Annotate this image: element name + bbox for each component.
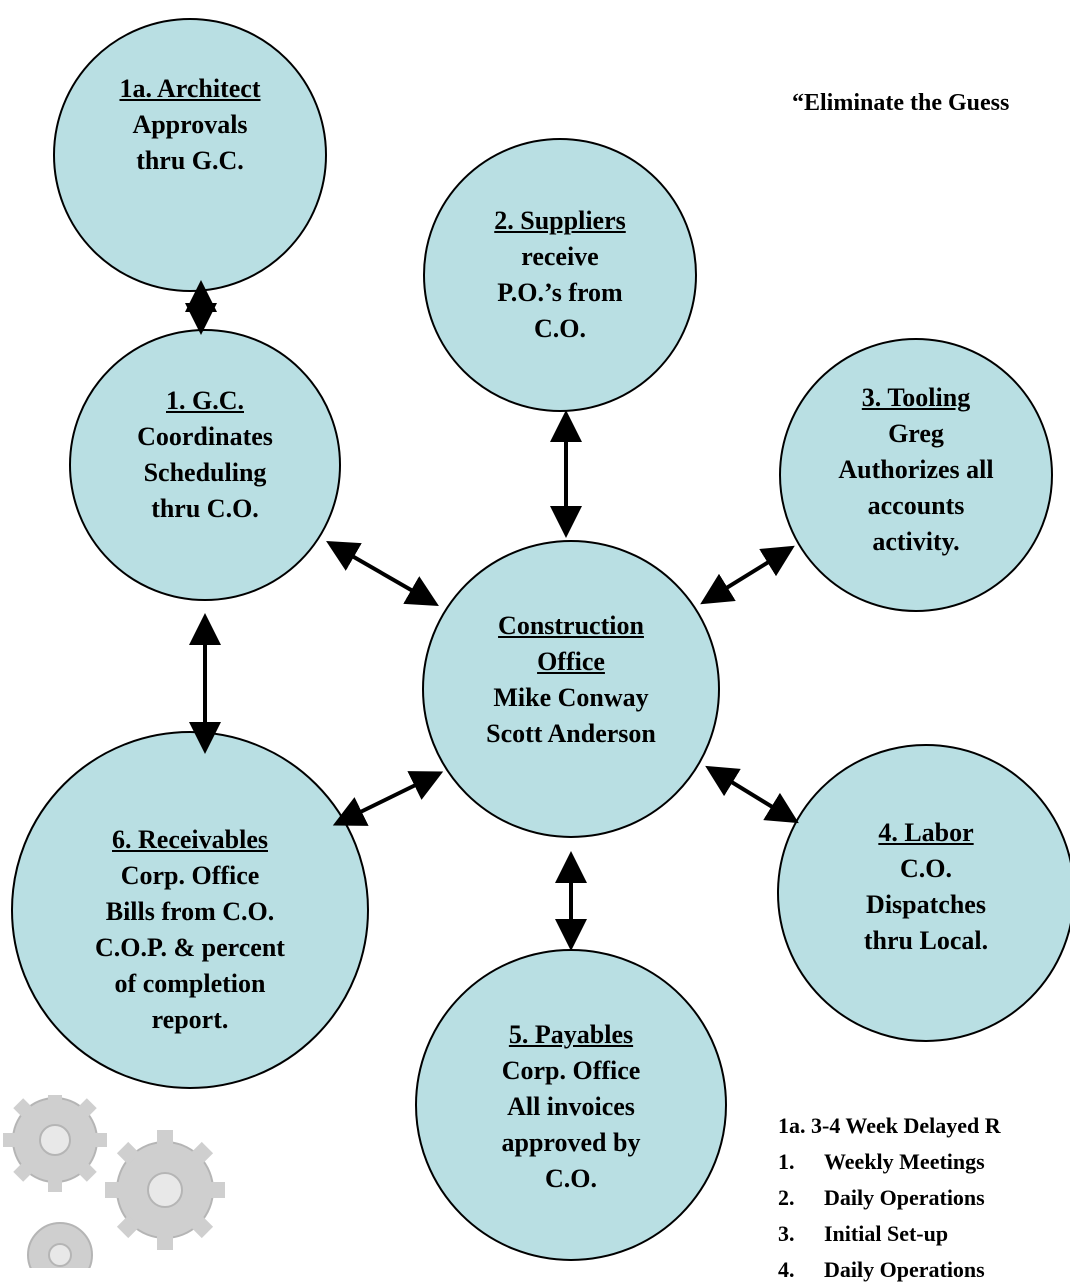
node-tooling-line: activity.: [872, 527, 960, 556]
node-receivables-title: 6. Receivables: [112, 825, 268, 854]
legend: 1a. 3-4 Week Delayed R 1. Weekly Meetings…: [778, 1108, 1001, 1288]
node-labor-line: thru Local.: [863, 926, 989, 955]
node-gc-line: Coordinates: [137, 422, 273, 451]
node-tooling-title: 3. Tooling: [861, 383, 971, 412]
node-labor: 4. Labor C.O. Dispatches thru Local.: [826, 812, 1026, 962]
node-labor-line: C.O.: [900, 854, 952, 883]
node-gc-title: 1. G.C.: [166, 386, 244, 415]
circle-center: [422, 540, 720, 838]
legend-item: 1. Weekly Meetings: [778, 1144, 1001, 1180]
node-suppliers-line: receive: [521, 242, 599, 271]
circle-labor: [777, 744, 1070, 1042]
node-payables-line: approved by: [501, 1128, 641, 1157]
legend-item: 3. Initial Set-up: [778, 1216, 1001, 1252]
legend-item-number: 3.: [778, 1221, 795, 1246]
node-payables-line: Corp. Office: [501, 1056, 641, 1085]
node-receivables-line: report.: [151, 1005, 229, 1034]
node-payables-line: C.O.: [545, 1164, 597, 1193]
node-center-title: Construction: [498, 611, 644, 640]
node-labor-line: Dispatches: [866, 890, 986, 919]
node-tooling-line: Authorizes all: [838, 455, 994, 484]
node-payables-title: 5. Payables: [508, 1020, 634, 1049]
node-payables: 5. Payables Corp. Office All invoices ap…: [461, 1012, 681, 1202]
node-suppliers-line: P.O.’s from: [497, 278, 623, 307]
gears-icon: [3, 1095, 225, 1268]
legend-item-text: Daily Operations: [824, 1257, 985, 1282]
legend-item-number: 1.: [778, 1149, 795, 1174]
node-tooling: 3. Tooling Greg Authorizes all accounts …: [806, 375, 1026, 565]
arrow-receivables-center: [332, 771, 444, 826]
legend-heading: 1a. 3-4 Week Delayed R: [778, 1113, 1001, 1138]
node-tooling-line: accounts: [867, 491, 965, 520]
node-receivables-line: C.O.P. & percent: [95, 933, 285, 962]
node-receivables-line: of completion: [114, 969, 266, 998]
node-receivables: 6. Receivables Corp. Office Bills from C…: [60, 815, 320, 1045]
node-suppliers-line: C.O.: [534, 314, 586, 343]
node-center-title: Office: [537, 647, 605, 676]
node-gc-line: Scheduling: [143, 458, 267, 487]
legend-item: 4. Daily Operations: [778, 1252, 1001, 1288]
node-receivables-line: Corp. Office: [120, 861, 260, 890]
tagline: “Eliminate the Guess: [792, 90, 1010, 116]
node-architect-line: thru G.C.: [136, 146, 244, 175]
node-suppliers-title: 2. Suppliers: [494, 206, 626, 235]
node-tooling-line: Greg: [888, 419, 944, 448]
arrow-tooling-center: [700, 545, 795, 605]
arrow-gc-center: [326, 541, 439, 606]
node-gc-line: thru C.O.: [151, 494, 259, 523]
node-payables-line: All invoices: [507, 1092, 635, 1121]
node-architect: 1a. Architect Approvals thru G.C.: [90, 65, 290, 185]
node-architect-line: Approvals: [132, 110, 248, 139]
node-suppliers: 2. Suppliers receive P.O.’s from C.O.: [460, 200, 660, 350]
legend-item-text: Weekly Meetings: [824, 1149, 985, 1174]
node-labor-title: 4. Labor: [878, 818, 974, 847]
node-receivables-line: Bills from C.O.: [105, 897, 275, 926]
legend-item-text: Daily Operations: [824, 1185, 985, 1210]
node-center: Construction Office Mike Conway Scott An…: [451, 605, 691, 755]
node-center-line: Mike Conway: [493, 683, 649, 712]
arrow-center-labor: [705, 765, 799, 824]
legend-item-number: 2.: [778, 1185, 795, 1210]
circle-tooling: [779, 338, 1053, 612]
legend-item-number: 4.: [778, 1257, 795, 1282]
node-gc: 1. G.C. Coordinates Scheduling thru C.O.: [105, 380, 305, 530]
legend-item-text: Initial Set-up: [824, 1221, 949, 1246]
node-architect-title: 1a. Architect: [119, 74, 261, 103]
legend-item: 2. Daily Operations: [778, 1180, 1001, 1216]
node-center-line: Scott Anderson: [486, 719, 656, 748]
